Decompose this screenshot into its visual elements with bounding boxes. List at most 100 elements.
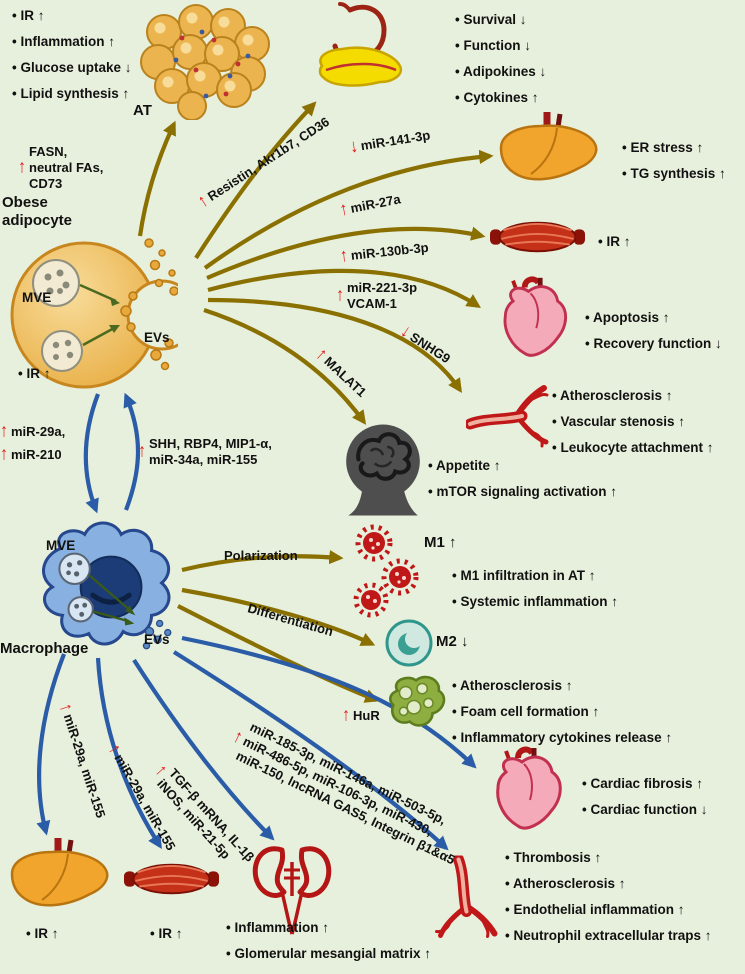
flow-exchange-right: ↑ SHH, RBP4, MIP1-α, miR-34a, miR-155: [138, 436, 272, 468]
effect-item: Neutrophil extracellular traps ↑: [505, 928, 711, 943]
up-arrow-icon: ↑: [0, 444, 8, 465]
flow-snhg9: ↓ SNHG9: [397, 321, 454, 367]
effect-item: Atherosclerosis ↑: [452, 678, 672, 693]
heart-icon: [484, 272, 576, 364]
flow-text: SHH, RBP4, MIP1-α, miR-34a, miR-155: [149, 436, 272, 467]
effect-item: Inflammation ↑: [226, 920, 431, 935]
obese-adipocyte-icon: [6, 233, 178, 398]
flow-fasn: ↑ FASN, neutral FAs, CD73: [18, 144, 103, 192]
effect-item: Cardiac fibrosis ↑: [582, 776, 708, 791]
effect-item: Leukocyte attachment ↑: [552, 440, 713, 455]
brain-head-icon: [338, 420, 428, 518]
heart-icon: [476, 742, 571, 837]
liver-top-effects-list: ER stress ↑ TG synthesis ↑: [622, 140, 726, 192]
arrow-adipocyte-to-at: [137, 120, 176, 237]
down-arrow-icon: ↓: [348, 136, 360, 158]
flow-hur: ↑ HuR: [342, 705, 380, 726]
up-arrow-icon: ↑: [18, 157, 26, 177]
effect-item: ER stress ↑: [622, 140, 726, 155]
flow-text: Differentiation: [246, 600, 335, 640]
flow-mir141: ↓ miR-141-3p: [348, 127, 432, 158]
arrow-macrophage-to-liver: [36, 653, 66, 836]
flow-exchange-left-1: ↑ miR-29a,: [0, 421, 66, 442]
flow-resistin: ↑ Resistin, Akr1b7, CD36: [194, 114, 333, 212]
macrophage-icon: [26, 510, 188, 662]
m2-macrophage-icon: [384, 618, 434, 668]
macrophage-evs-label: EVs: [144, 632, 170, 647]
arrow-adipocyte-to-macrophage: [83, 393, 100, 514]
m2-label: M2 ↓: [436, 633, 469, 650]
muscle-bottom-effect: IR ↑: [150, 926, 182, 942]
effect-item: Apoptosis ↑: [585, 310, 722, 325]
flow-mir27a: ↑ miR-27a: [338, 191, 402, 221]
effect-item: IR ↑: [12, 8, 132, 23]
blood-vessel-icon: [427, 855, 507, 941]
effect-item: Thrombosis ↑: [505, 850, 712, 865]
effect-item: Adipokines ↓: [455, 64, 546, 79]
vessel-bottom-effects-list: Thrombosis ↑ Atherosclerosis ↑ Endotheli…: [505, 850, 712, 954]
liver-icon: [6, 836, 111, 921]
up-arrow-icon: ↑: [0, 421, 8, 442]
up-arrow-icon: ↑: [138, 441, 146, 462]
flow-text: SNHG9: [407, 329, 454, 367]
flow-text: HuR: [353, 708, 380, 724]
macrophage-label: Macrophage: [0, 640, 89, 657]
muscle-icon: [490, 212, 585, 262]
effect-item: Survival ↓: [455, 12, 546, 27]
effect-item: TG synthesis ↑: [622, 166, 725, 181]
foam-cell-icon: [383, 670, 449, 732]
effect-item: Glucose uptake ↓: [12, 60, 131, 75]
m1-label: M1 ↑: [424, 534, 457, 551]
effect-item: Function ↓: [455, 38, 546, 53]
adipocyte-ir-effect: IR ↑: [18, 366, 50, 382]
effect-item: Recovery function ↓: [585, 336, 721, 351]
foam-effects-list: Atherosclerosis ↑ Foam cell formation ↑ …: [452, 678, 672, 756]
flow-text: miR-130b-3p: [350, 239, 430, 263]
effect-item: Inflammatory cytokines release ↑: [452, 730, 672, 745]
up-arrow-icon: ↑: [336, 285, 344, 306]
effect-item: Foam cell formation ↑: [452, 704, 672, 719]
liver-bottom-effect: IR ↑: [26, 926, 58, 942]
flow-differentiation: Differentiation: [246, 600, 335, 640]
flow-polarization: Polarization: [224, 548, 298, 564]
at-effects-list: IR ↑ Inflammation ↑ Glucose uptake ↓ Lip…: [12, 8, 132, 112]
liver-icon: [495, 110, 600, 195]
pancreas-effects-list: Survival ↓ Function ↓ Adipokines ↓ Cytok…: [455, 12, 546, 116]
effect-item: Cardiac function ↓: [582, 802, 707, 817]
heart-top-effects-list: Apoptosis ↑ Recovery function ↓: [585, 310, 722, 362]
vessel-top-effects-list: Atherosclerosis ↑ Vascular stenosis ↑ Le…: [552, 388, 714, 466]
brain-effects-list: Appetite ↑ mTOR signaling activation ↑: [428, 458, 617, 510]
up-arrow-icon: ↑: [342, 705, 350, 726]
adipose-tissue-icon: [136, 2, 276, 120]
flow-text: Resistin, Akr1b7, CD36: [204, 114, 333, 204]
effect-item: Appetite ↑: [428, 458, 617, 473]
flow-malat1: ↑ MALAT1: [312, 344, 370, 401]
macrophage-mve-label: MVE: [46, 538, 76, 553]
arrow-macrophage-to-adipocyte: [123, 392, 141, 511]
flow-text: miR-210: [11, 447, 62, 463]
kidney-effects-list: Inflammation ↑ Glomerular mesangial matr…: [226, 920, 431, 972]
effect-item: Inflammation ↑: [12, 34, 132, 49]
effect-item: M1 infiltration in AT ↑: [452, 568, 618, 583]
flow-text: miR-29a, miR-155: [60, 712, 109, 820]
flow-text: Polarization: [224, 548, 298, 563]
effect-item: Lipid synthesis ↑: [12, 86, 132, 101]
up-arrow-icon: ↑: [338, 245, 349, 267]
effect-item: Atherosclerosis ↑: [552, 388, 714, 403]
effect-item: Vascular stenosis ↑: [552, 414, 714, 429]
effect-item: Glomerular mesangial matrix ↑: [226, 946, 431, 961]
adipocyte-evs-label: EVs: [144, 330, 170, 345]
m1-effects-list: M1 infiltration in AT ↑ Systemic inflamm…: [452, 568, 618, 620]
effect-item: Atherosclerosis ↑: [505, 876, 712, 891]
up-arrow-icon: ↑: [338, 199, 350, 221]
adipocyte-mve-label: MVE: [22, 290, 52, 305]
muscle-icon: [124, 854, 219, 904]
effect-item: Cytokines ↑: [455, 90, 546, 105]
flow-exchange-left-2: ↑ miR-210: [0, 444, 62, 465]
flow-text: MALAT1: [321, 353, 370, 400]
flow-mac-liver: ↑ miR-29a, miR-155: [55, 701, 109, 820]
muscle-top-effect: IR ↑: [598, 234, 630, 250]
flow-text: miR-29a,: [11, 424, 66, 440]
effect-item: Systemic inflammation ↑: [452, 594, 618, 609]
